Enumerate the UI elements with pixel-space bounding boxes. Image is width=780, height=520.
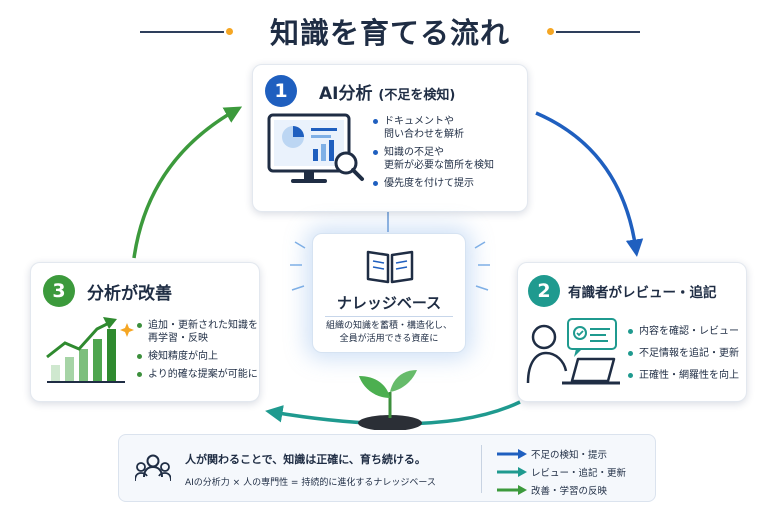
step3-bullet-list: 追加・更新された知識を 再学習・反映 検知精度が向上 より的確な提案が可能に (137, 319, 259, 386)
legend-label-detect: 不足の検知・提示 (531, 450, 608, 461)
summary-main-text: 人が関わることで、知識は正確に、育ち続ける。 (185, 453, 426, 466)
summary-divider (481, 445, 482, 493)
step2-bullet-2: 不足情報を追記・更新 (628, 347, 746, 360)
step1-title-paren: (不足を検知) (378, 88, 456, 103)
step1-bullet-list: ドキュメントや 問い合わせを解析 知識の不足や 更新が必要な箇所を検知 優先度を… (373, 115, 525, 195)
step3-number-badge: 3 (43, 275, 75, 307)
legend-row-improve: 改善・学習の反映 (497, 483, 647, 497)
legend-row-detect: 不足の検知・提示 (497, 447, 647, 461)
step1-bullet-1: ドキュメントや 問い合わせを解析 (373, 115, 525, 141)
step3-title: 分析が改善 (87, 284, 172, 304)
step2-title: 有識者がレビュー・追記 (568, 285, 717, 301)
legend-arrow-teal-icon (497, 467, 527, 477)
step3-bullet-1: 追加・更新された知識を 再学習・反映 (137, 319, 259, 345)
summary-card: 人が関わることで、知識は正確に、育ち続ける。 AIの分析力 × 人の専門性 = … (118, 434, 656, 502)
step3-bullet-3-text: より的確な提案が可能に (148, 369, 258, 380)
step1-bullet-1-text: ドキュメントや 問い合わせを解析 (384, 116, 464, 140)
step1-card: 1 AI分析 (不足を検知) ドキュメントや 問い合わせを解析 知識の不足や 更… (252, 64, 528, 212)
summary-sub-text: AIの分析力 × 人の専門性 = 持続的に進化するナレッジベース (185, 478, 436, 488)
legend-arrow-green-icon (497, 485, 527, 495)
people-group-icon (135, 454, 171, 482)
step2-bullet-1-text: 内容を確認・レビュー (639, 326, 739, 337)
step2-bullet-3: 正確性・網羅性を向上 (628, 369, 746, 382)
growth-chart-icon (46, 317, 134, 383)
arrow-step1-to-step2 (535, 111, 644, 257)
step1-title: AI分析 (不足を検知) (319, 79, 455, 104)
step1-number-badge: 1 (265, 75, 297, 107)
knowledge-base-divider (325, 316, 453, 317)
title-left-dot (226, 28, 233, 35)
step1-title-main: AI分析 (319, 84, 373, 104)
legend-label-review: レビュー・追記・更新 (531, 468, 627, 479)
computer-analysis-icon (267, 113, 364, 183)
step1-bullet-2-text: 知識の不足や 更新が必要な箇所を検知 (384, 147, 494, 171)
step3-bullet-1-text: 追加・更新された知識を 再学習・反映 (148, 320, 258, 344)
legend-label-improve: 改善・学習の反映 (531, 486, 608, 497)
step1-bullet-2: 知識の不足や 更新が必要な箇所を検知 (373, 146, 525, 172)
title-right-rule (556, 31, 640, 33)
page-title: 知識を育てる流れ (269, 16, 510, 50)
knowledge-base-description: 組織の知識を蓄積・構造化し、 全員が活用できる資産に (325, 321, 452, 344)
title-area: 知識を育てる流れ (0, 8, 780, 52)
step2-number-badge: 2 (528, 275, 560, 307)
knowledge-base-title: ナレッジベース (336, 294, 442, 312)
arrow-step3-to-step1 (132, 106, 243, 259)
step3-bullet-2: 検知精度が向上 (137, 350, 259, 363)
title-left-rule (140, 31, 224, 33)
step3-card: 3 分析が改善 追加・更新された知識を 再学習・反映 検知精度が向上 より的確な… (30, 262, 260, 402)
open-book-icon (366, 250, 414, 284)
step1-bullet-3: 優先度を付けて提示 (373, 177, 525, 190)
legend-arrow-blue-icon (497, 449, 527, 459)
step2-bullet-3-text: 正確性・網羅性を向上 (639, 370, 739, 381)
knowledge-base-card: ナレッジベース 組織の知識を蓄積・構造化し、 全員が活用できる資産に (312, 233, 466, 353)
step2-bullet-2-text: 不足情報を追記・更新 (639, 348, 739, 359)
step2-bullet-1: 内容を確認・レビュー (628, 325, 746, 338)
title-right-dot (547, 28, 554, 35)
step2-card: 2 有識者がレビュー・追記 内容を確認・レビュー 不足情報を追記・更新 正確性・… (517, 262, 747, 402)
step1-bullet-3-text: 優先度を付けて提示 (384, 178, 474, 189)
reviewer-icon (526, 318, 620, 385)
step3-bullet-2-text: 検知精度が向上 (148, 351, 218, 362)
sprout-icon (358, 370, 422, 430)
legend-row-review: レビュー・追記・更新 (497, 465, 647, 479)
step2-bullet-list: 内容を確認・レビュー 不足情報を追記・更新 正確性・網羅性を向上 (628, 325, 746, 387)
step3-bullet-3: より的確な提案が可能に (137, 368, 259, 381)
